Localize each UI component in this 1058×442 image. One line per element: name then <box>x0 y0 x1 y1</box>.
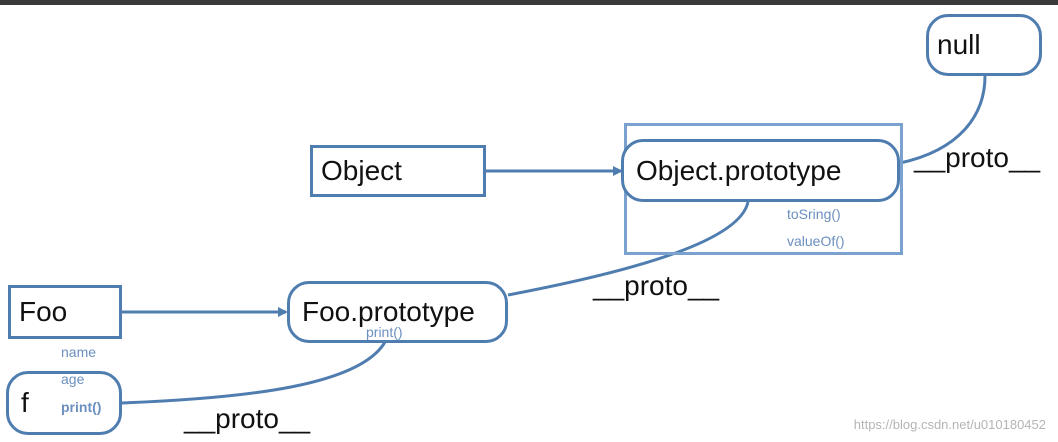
watermark-url: https://blog.csdn.net/u010180452 <box>853 417 1046 432</box>
link-f-to-foo-prototype <box>121 341 387 405</box>
foo-node: Foo <box>8 285 122 339</box>
foo-prototype-node: Foo.prototype <box>287 281 508 343</box>
null-node-label: null <box>937 29 981 60</box>
object-prototype-node-label: Object.prototype <box>636 154 842 186</box>
null-node: null <box>926 14 1042 76</box>
f-node: f <box>6 371 122 435</box>
member-foo-prototype-print: print() <box>366 324 403 340</box>
edge-label-object-proto-to-null: __proto__ <box>914 142 1041 173</box>
object-node: Object <box>310 145 486 197</box>
member-object-prototype-valueof: valueOf() <box>787 233 845 249</box>
member-f-name: name <box>61 344 97 360</box>
link-object-prototype-to-null <box>899 75 987 165</box>
edge-label-foo-proto-to-object-proto: __proto__ <box>593 270 720 301</box>
edge-label-f-to-foo-proto: __proto__ <box>184 403 311 434</box>
foo-node-label: Foo <box>19 296 68 327</box>
member-f-print: print() <box>61 399 102 415</box>
foo-prototype-node-label: Foo.prototype <box>302 296 475 327</box>
f-node-label: f <box>21 387 29 418</box>
window-top-bar <box>0 0 1058 5</box>
object-node-label: Object <box>321 155 402 186</box>
member-f-age: age <box>61 371 85 387</box>
object-prototype-node: Object.prototype <box>621 139 900 202</box>
member-object-prototype-tostring: toSring() <box>787 206 841 222</box>
